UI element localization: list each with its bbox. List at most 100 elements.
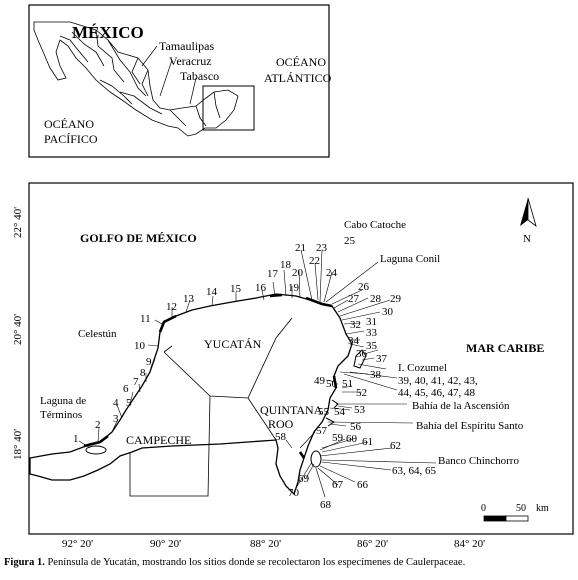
label-sites-44-48: 44, 45, 46, 47, 48 [398,387,476,399]
label-atlantic-1: OCÉANO [276,55,326,69]
site-9: 9 [146,356,152,368]
site-58: 58 [275,431,287,443]
site-17: 17 [267,268,279,280]
lon-84-20: 84° 20' [454,538,485,550]
label-mar-caribe: MAR CARIBE [466,341,544,355]
site-33: 33 [366,327,378,339]
site-16: 16 [255,282,267,294]
site-5: 5 [126,397,132,409]
caption-text: Península de Yucatán, mostrando los siti… [44,557,466,568]
lon-90-20: 90° 20' [150,538,181,550]
scale-unit: km [536,503,549,514]
site-8: 8 [140,367,146,379]
site-69: 69 [298,473,310,485]
label-cozumel: I. Cozumel [398,362,447,374]
scale-zero: 0 [481,503,486,514]
label-golfo: GOLFO DE MÉXICO [80,231,197,245]
label-bahia-espiritu-santo: Bahía del Espíritu Santo [416,420,524,432]
site-23: 23 [316,242,328,254]
site-18: 18 [280,259,292,271]
site-57: 57 [316,425,328,437]
lat-22-40: 22° 40' [12,207,24,238]
site-11: 11 [140,313,151,325]
leader-tabasco [189,77,197,105]
lat-20-40: 20° 40' [12,314,24,345]
leader-veracruz [159,59,173,97]
label-cabo-catoche: Cabo Catoche [344,219,406,231]
site-1: 1 [73,433,79,445]
site-60: 60 [346,433,358,445]
label-pacific-2: PACÍFICO [44,132,98,146]
site-31: 31 [366,316,377,328]
site-30: 30 [382,306,394,318]
label-bahia-ascension: Bahía de la Ascensión [412,400,510,412]
site-27: 27 [348,293,360,305]
site-numbers: 1 2 3 4 5 6 7 8 9 10 11 12 13 14 15 16 1… [73,235,402,511]
peninsula-coastline [29,293,353,496]
label-banco-chinchorro: Banco Chinchorro [438,455,519,467]
label-veracruz: Veracruz [169,54,212,68]
figure-caption: Figura 1. Península de Yucatán, mostrand… [4,557,576,568]
site-26: 26 [358,281,370,293]
longitude-labels: 92° 20' 90° 20' 88° 20' 86° 20' 84° 20' [62,538,485,550]
site-14: 14 [206,286,218,298]
label-pacific-1: OCÉANO [44,117,94,131]
label-atlantic-2: ATLÁNTICO [264,71,332,85]
laguna-terminos [85,445,107,455]
label-laguna-conil: Laguna Conil [380,253,440,265]
label-quintana: QUINTANA [260,403,323,417]
site-52: 52 [356,387,367,399]
label-campeche: CAMPECHE [126,433,191,447]
label-roo: ROO [268,417,294,431]
site-59: 59 [332,432,344,444]
site-24: 24 [326,267,338,279]
site-51: 51 [342,378,353,390]
lon-88-20: 88° 20' [250,538,281,550]
north-label: N [523,233,531,245]
site-13: 13 [183,293,195,305]
site-12: 12 [166,301,177,313]
lon-92-20: 92° 20' [62,538,93,550]
scale-max: 50 [516,503,526,514]
state-borders [129,317,293,497]
site-22: 22 [309,255,320,267]
site-70: 70 [288,487,300,499]
site-7: 7 [133,376,139,388]
site-67: 67 [332,479,344,491]
label-celestun: Celestún [78,328,117,340]
collection-coast-segments [83,293,338,459]
site-37: 37 [376,353,388,365]
site-54: 54 [334,406,346,418]
main-map-frame [28,182,574,535]
mexico-outline [33,21,239,137]
label-tamaulipas: Tamaulipas [159,39,214,53]
site-56: 56 [350,421,362,433]
site-10: 10 [134,340,146,352]
site-19: 19 [288,282,300,294]
site-6: 6 [123,383,129,395]
label-laguna-terminos-1: Laguna de [40,395,86,407]
site-50: 50 [326,378,338,390]
site-35: 35 [366,340,378,352]
site-66: 66 [357,479,369,491]
label-laguna-terminos-2: Términos [40,409,82,421]
inset-frame [28,4,330,158]
label-mexico: MÉXICO [72,23,144,42]
caption-prefix: Figura 1. [4,557,45,568]
label-sites-63-65: 63, 64, 65 [392,465,437,477]
site-62: 62 [390,440,401,452]
site-29: 29 [390,293,402,305]
site-28: 28 [370,293,382,305]
lon-86-20: 86° 20' [357,538,388,550]
scale-bar: 0 50 km [481,503,549,522]
leader-tamaulipas [141,45,158,67]
label-yucatan: YUCATÁN [204,337,262,351]
banco-chinchorro [310,450,322,468]
site-36: 36 [356,348,368,360]
site-21: 21 [295,242,306,254]
site-49: 49 [314,375,326,387]
site-3: 3 [113,413,119,425]
north-arrow: N [520,197,537,245]
site-55: 55 [318,406,330,418]
